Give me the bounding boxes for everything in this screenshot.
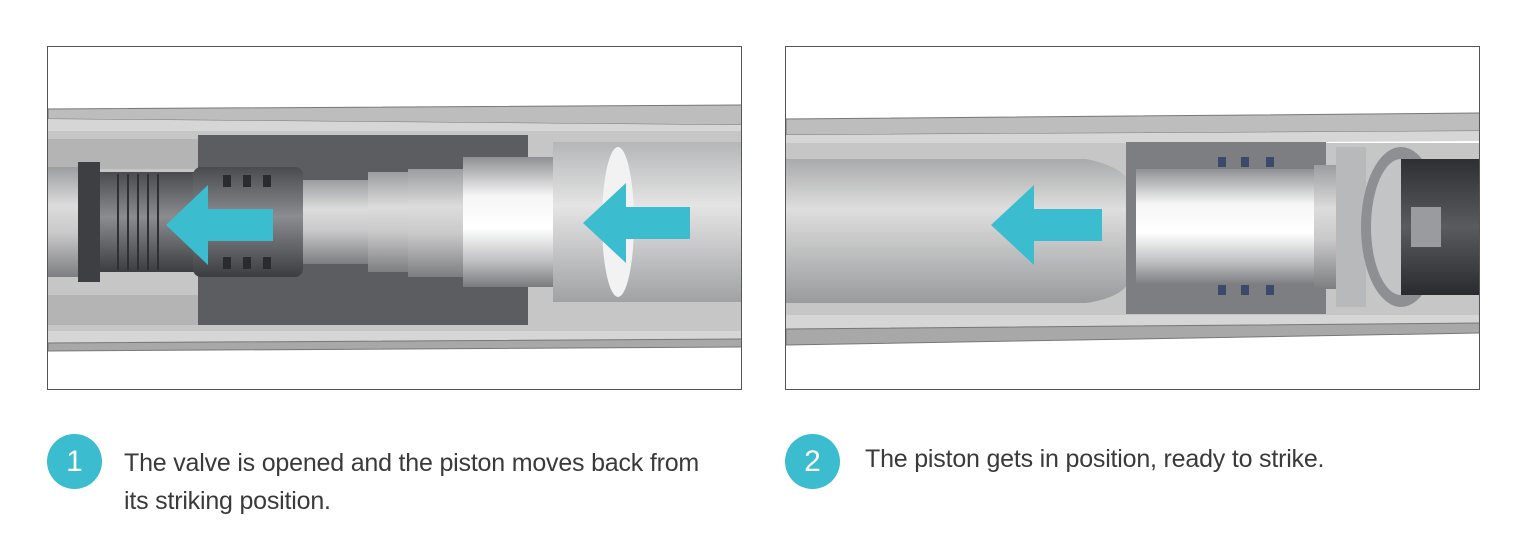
casing-top-inner (48, 119, 741, 135)
step-1: 1 The valve is opened and the piston mov… (47, 434, 727, 520)
step-number-badge: 2 (785, 434, 840, 489)
step-caption: The valve is opened and the piston moves… (124, 449, 700, 515)
diagram-panel-1 (47, 46, 742, 390)
casing-top-inner (786, 131, 1479, 145)
casing-top (48, 104, 741, 126)
arrow-left-icon (583, 183, 690, 263)
stem (303, 180, 373, 264)
piston-ready-illustration (786, 112, 1479, 346)
piston-body (786, 159, 1131, 303)
casing-top (786, 112, 1479, 136)
step-2: 2 The piston gets in position, ready to … (785, 434, 1465, 489)
casing-bottom (48, 338, 741, 352)
casing-bottom (786, 322, 1479, 346)
piston-head (463, 157, 553, 287)
arrow-left-icon (991, 185, 1102, 265)
step-number-badge: 1 (47, 434, 102, 489)
step-caption: The piston gets in position, ready to st… (865, 445, 1325, 473)
left-rod (48, 167, 83, 277)
valve-open-illustration (48, 104, 741, 352)
arrow-left-icon (166, 185, 273, 265)
casing-bottom-inner (48, 329, 741, 343)
piston-head (1136, 169, 1316, 285)
diagram-panel-2 (785, 46, 1480, 390)
